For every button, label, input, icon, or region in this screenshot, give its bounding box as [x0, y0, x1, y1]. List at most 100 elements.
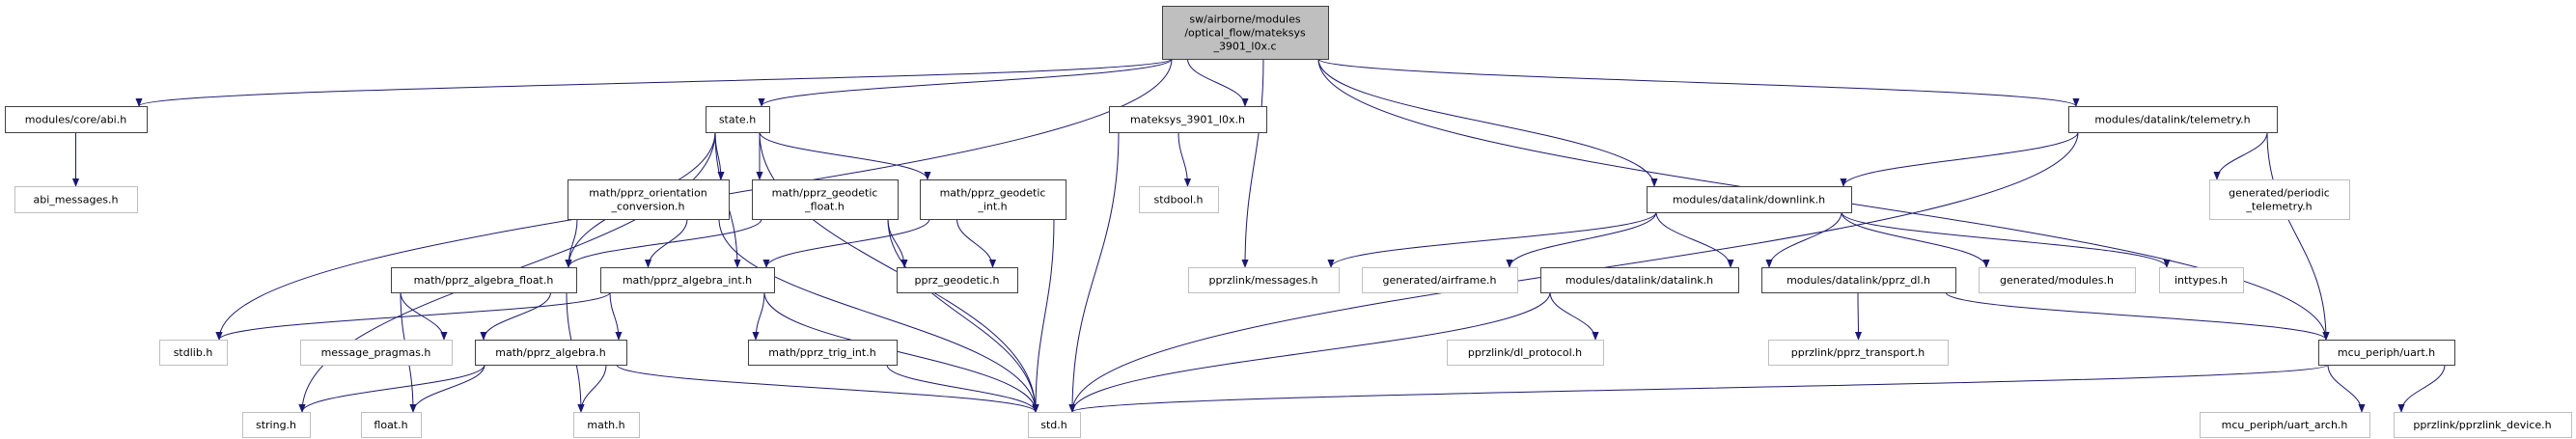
node-math-pprz-geodetic-float-h[interactable]: math/pprz_geodetic_float.h — [752, 179, 899, 220]
edge-line — [762, 218, 930, 268]
node-label: _float.h — [804, 201, 845, 213]
edge-line — [886, 364, 1039, 413]
node-label: mcu_periph/uart.h — [2338, 346, 2435, 359]
node-label: modules/datalink/downlink.h — [1673, 194, 1825, 206]
node-label: generated/periodic — [2229, 187, 2330, 200]
node-box — [391, 267, 577, 293]
edge-line — [1032, 218, 1055, 413]
edge-line — [616, 364, 1039, 413]
node-label: abi_messages.h — [34, 194, 119, 206]
edge-line — [2213, 131, 2268, 180]
edge-math-pprz-algebra-h-to-std-h — [616, 364, 1039, 413]
node-box — [573, 412, 640, 438]
edge-line — [1765, 211, 1842, 268]
edge-modules-datalink-telemetry-h-to-mcu-periph-uart-h — [2266, 131, 2330, 341]
node-pprzlink-pprzlink-device-h: pprzlink/pprzlink_device.h — [2394, 412, 2572, 438]
node-box — [752, 179, 899, 220]
edge-line — [480, 291, 551, 341]
edge-line — [135, 58, 1173, 107]
edge-math-pprz-algebra-float-h-to-message-pragmas-h — [400, 291, 448, 341]
node-label: message_pragmas.h — [321, 346, 431, 359]
edge-modules-datalink-pprz-dl-h-to-pprzlink-pprz-transport-h — [1854, 291, 1863, 341]
node-mateksys-3901-l0x-h[interactable]: mateksys_3901_l0x.h — [1109, 106, 1267, 133]
node-generated-modules-h: generated/modules.h — [1979, 267, 2136, 293]
edge-line — [2266, 131, 2330, 341]
edge-math-pprz-algebra-int-h-to-stdlib-h — [215, 291, 611, 341]
node-box — [1447, 340, 1604, 366]
node-box — [920, 179, 1066, 220]
edge-line — [714, 131, 725, 180]
node-box — [568, 179, 730, 220]
node-generated-periodic-telemetry-h: generated/periodic_telemetry.h — [2209, 179, 2350, 220]
edge-modules-datalink-telemetry-h-to-generated-periodic-telemetry-h — [2213, 131, 2268, 180]
node-label: pprzlink/dl_protocol.h — [1468, 346, 1582, 359]
edge-modules-datalink-downlink-h-to-generated-airframe-h — [1506, 211, 1657, 268]
edge-line — [1841, 211, 2171, 268]
edge-sw-airborne-modules-optical-flow-mateksys-3901-l0x-c-to-state-h — [758, 58, 1173, 107]
edge-line — [752, 291, 765, 341]
nodes: sw/airborne/modules/optical_flow/mateksy… — [5, 6, 2572, 438]
node-label: math/pprz_orientation — [589, 187, 706, 200]
node-box — [897, 267, 1018, 293]
edge-mcu-periph-uart-h-to-pprzlink-pprzlink-device-h — [2397, 364, 2446, 413]
node-modules-datalink-telemetry-h[interactable]: modules/datalink/telemetry.h — [2068, 106, 2278, 133]
node-math-pprz-algebra-h[interactable]: math/pprz_algebra.h — [475, 340, 627, 366]
edge-modules-datalink-datalink-h-to-pprzlink-dl-protocol-h — [1549, 291, 1599, 341]
edge-line — [577, 364, 607, 413]
edge-math-pprz-orientation-conversion-h-to-std-h — [718, 218, 1039, 413]
edge-line — [1841, 211, 1990, 268]
node-pprzlink-dl-protocol-h: pprzlink/dl_protocol.h — [1447, 340, 1604, 366]
edge-line — [763, 291, 1039, 413]
node-math-pprz-geodetic-int-h[interactable]: math/pprz_geodetic_int.h — [920, 179, 1066, 220]
edge-math-pprz-trig-int-h-to-std-h — [886, 364, 1039, 413]
edge-line — [1655, 211, 1734, 268]
node-modules-datalink-pprz-dl-h[interactable]: modules/datalink/pprz_dl.h — [1761, 267, 1956, 293]
node-box — [748, 340, 898, 366]
node-label: math/pprz_trig_int.h — [768, 346, 875, 359]
node-pprzlink-messages-h: pprzlink/messages.h — [1188, 267, 1340, 293]
edge-line — [718, 218, 1039, 413]
node-label: float.h — [374, 419, 407, 431]
edge-line — [409, 364, 485, 413]
node-sw-airborne-modules-optical-flow-mateksys-3901-l0x-c: sw/airborne/modules/optical_flow/mateksy… — [1162, 6, 1329, 60]
edge-math-pprz-geodetic-int-h-to-math-pprz-algebra-int-h — [762, 218, 930, 268]
node-box — [242, 412, 311, 438]
node-label: math.h — [587, 419, 624, 431]
edge-line — [1068, 131, 1120, 413]
edge-line — [758, 58, 1173, 107]
node-label: _int.h — [977, 201, 1007, 213]
node-pprz-geodetic-h[interactable]: pprz_geodetic.h — [897, 267, 1018, 293]
node-math-pprz-orientation-conversion-h[interactable]: math/pprz_orientation_conversion.h — [568, 179, 730, 220]
edge-sw-airborne-modules-optical-flow-mateksys-3901-l0x-c-to-pprzlink-messages-h — [1241, 58, 1264, 268]
node-state-h[interactable]: state.h — [706, 106, 770, 133]
node-box — [600, 267, 775, 293]
edge-modules-datalink-pprz-dl-h-to-mcu-periph-uart-h — [1945, 291, 2330, 341]
node-label: _3901_l0x.c — [1212, 41, 1276, 53]
node-box — [1028, 412, 1081, 438]
node-modules-datalink-downlink-h[interactable]: modules/datalink/downlink.h — [1647, 186, 1852, 213]
edge-state-h-to-math-pprz-geodetic-int-h — [759, 131, 931, 180]
node-math-pprz-algebra-float-h[interactable]: math/pprz_algebra_float.h — [391, 267, 577, 293]
node-label: /optical_flow/mateksys — [1184, 27, 1306, 40]
edge-line — [1840, 131, 2079, 187]
edge-line — [1241, 58, 1264, 268]
node-label: modules/datalink/pprz_dl.h — [1787, 274, 1930, 287]
node-box — [1768, 340, 1949, 366]
node-mcu-periph-uart-h[interactable]: mcu_periph/uart.h — [2318, 340, 2455, 366]
node-math-pprz-trig-int-h[interactable]: math/pprz_trig_int.h — [748, 340, 898, 366]
node-modules-core-abi-h[interactable]: modules/core/abi.h — [5, 106, 148, 133]
edge-mcu-periph-uart-h-to-mcu-periph-uart-arch-h — [2327, 364, 2366, 413]
node-box — [2068, 106, 2278, 133]
node-box — [1109, 106, 1267, 133]
edge-line — [2397, 364, 2446, 413]
edge-modules-datalink-downlink-h-to-generated-modules-h — [1841, 211, 1990, 268]
edge-modules-datalink-downlink-h-to-inttypes-h — [1841, 211, 2171, 268]
node-box — [706, 106, 770, 133]
node-label: math/pprz_geodetic — [940, 187, 1046, 200]
node-modules-datalink-datalink-h[interactable]: modules/datalink/datalink.h — [1540, 267, 1739, 293]
edge-math-pprz-algebra-int-h-to-math-pprz-algebra-h — [609, 291, 623, 341]
node-box — [300, 340, 453, 366]
edge-math-pprz-geodetic-float-h-to-std-h — [887, 218, 1039, 413]
edge-math-pprz-algebra-h-to-math-h — [577, 364, 607, 413]
node-math-pprz-algebra-int-h[interactable]: math/pprz_algebra_int.h — [600, 267, 775, 293]
